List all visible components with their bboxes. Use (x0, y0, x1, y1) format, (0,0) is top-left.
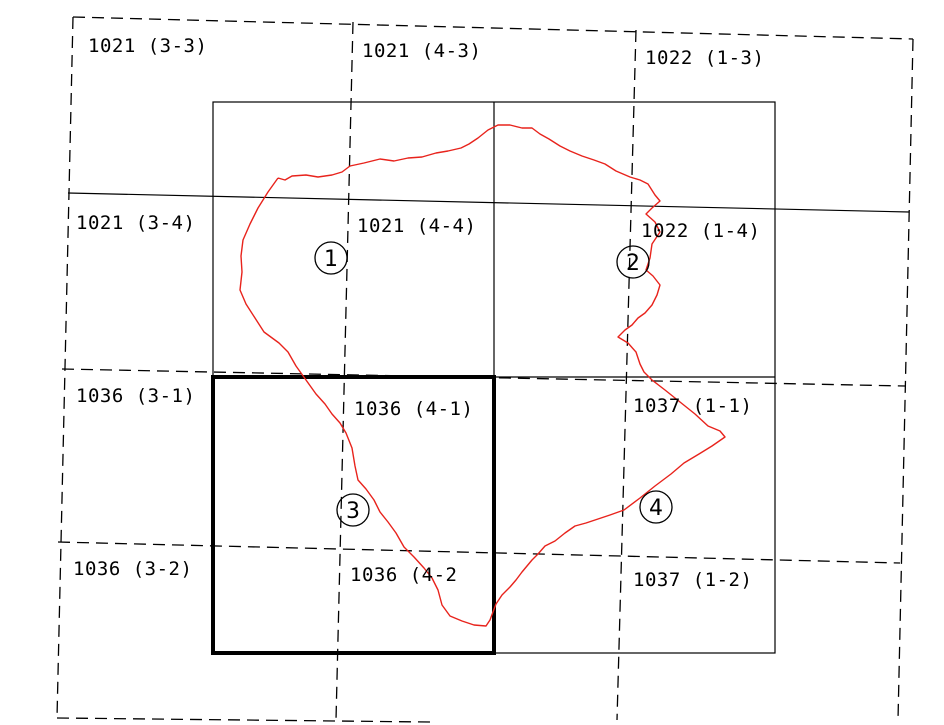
sheet-label-1036-3-1: 1036 (3-1) (76, 385, 195, 407)
quadrant-marker-circle (336, 493, 370, 527)
sheet-label-1036-4-2: 1036 (4-2 (350, 564, 457, 586)
quadrant-number: 4 (649, 496, 663, 521)
grid-line-h-solid (67, 192, 910, 213)
sheet-label-1021-4-3: 1021 (4-3) (362, 40, 481, 62)
grid-frame-top (72, 16, 914, 40)
sheet-labels: 1021 (3-3) 1021 (4-3) 1022 (1-3) 1021 (3… (73, 35, 764, 591)
quadrant-marker-1: 1 (314, 241, 348, 275)
sheet-label-1036-4-1: 1036 (4-1) (354, 398, 473, 420)
dashed-sheet-grid (56, 16, 914, 723)
quadrant-markers: 1 2 3 4 (314, 241, 673, 527)
quadrant-marker-4: 4 (639, 490, 673, 524)
sheet-label-1021-4-4: 1021 (4-4) (357, 215, 476, 237)
sheet-label-1021-3-4: 1021 (3-4) (76, 212, 195, 234)
quadrant-marker-circle (639, 490, 673, 524)
quadrant-number: 3 (346, 499, 360, 524)
quadrant-marker-3: 3 (336, 493, 370, 527)
sheet-label-1022-1-4: 1022 (1-4) (641, 220, 760, 242)
quadrant-marker-circle (314, 241, 348, 275)
highlighted-quadrant-3 (211, 375, 496, 655)
grid-frame-bottom (56, 717, 431, 723)
sheet-label-1037-1-2: 1037 (1-2) (633, 569, 752, 591)
grid-frame-left (56, 16, 74, 719)
grid-line-h-2 (57, 541, 901, 564)
sheet-label-1022-1-3: 1022 (1-3) (645, 47, 764, 69)
grid-line-v-1 (335, 21, 354, 721)
survey-boundary (239, 124, 726, 627)
sheet-label-1036-3-2: 1036 (3-2) (73, 558, 192, 580)
sheet-label-1037-1-1: 1037 (1-1) (633, 395, 752, 417)
quadrant-number: 2 (626, 251, 640, 276)
quadrant-marker-circle (616, 245, 650, 279)
sheet-label-1021-3-3: 1021 (3-3) (88, 35, 207, 57)
quadrant-marker-2: 2 (616, 245, 650, 279)
grid-line-v-2 (616, 29, 637, 721)
grid-frame-right (897, 38, 914, 721)
quadrant-number: 1 (324, 247, 338, 272)
